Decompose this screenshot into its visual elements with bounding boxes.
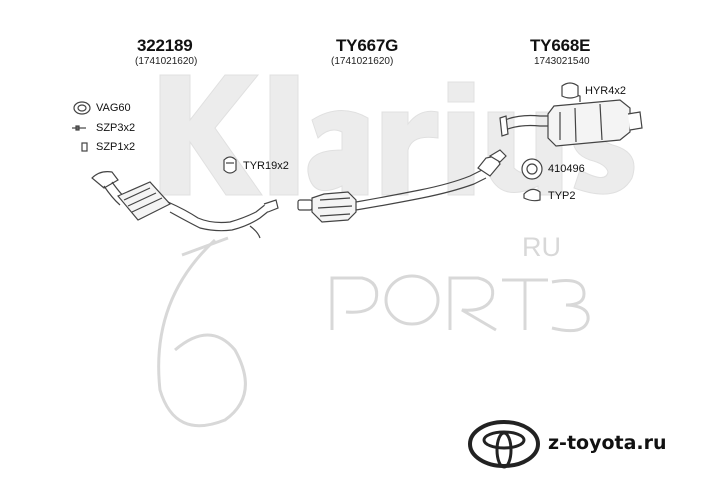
toyota-logo-icon <box>468 420 540 469</box>
clamp-icon <box>523 188 541 202</box>
oem-number-TY668E: 1743021540 <box>534 56 590 67</box>
nut-icon <box>81 142 88 152</box>
port3-watermark <box>157 236 590 428</box>
front-pipe-catalyst-322189 <box>91 171 279 239</box>
oem-number-322189: (1741021620) <box>135 56 198 67</box>
label-typ2: TYP2 <box>548 190 576 202</box>
label-tyr19: TYR19x2 <box>243 160 289 172</box>
site-url: z-toyota.ru <box>548 432 667 454</box>
label-vag60: VAG60 <box>96 102 131 114</box>
part-number-TY668E: TY668E <box>530 36 591 55</box>
label-szp3: SZP3x2 <box>96 122 136 134</box>
label-hyr4: HYR4x2 <box>585 85 626 97</box>
centre-pipe-TY667G <box>297 149 507 223</box>
label-szp1: SZP1x2 <box>96 141 136 153</box>
rubber-hanger-icon <box>223 156 237 174</box>
ring-gasket-icon <box>521 158 543 180</box>
part-number-TY667G: TY667G <box>336 36 399 55</box>
ru-watermark: RU <box>522 232 561 262</box>
oem-number-TY667G: (1741021620) <box>331 56 394 67</box>
part-number-322189: 322189 <box>137 36 193 55</box>
label-410496: 410496 <box>548 163 585 175</box>
gasket-icon <box>73 101 91 115</box>
rear-silencer-TY668E <box>499 93 643 147</box>
hyr-hanger-icon <box>561 82 579 99</box>
